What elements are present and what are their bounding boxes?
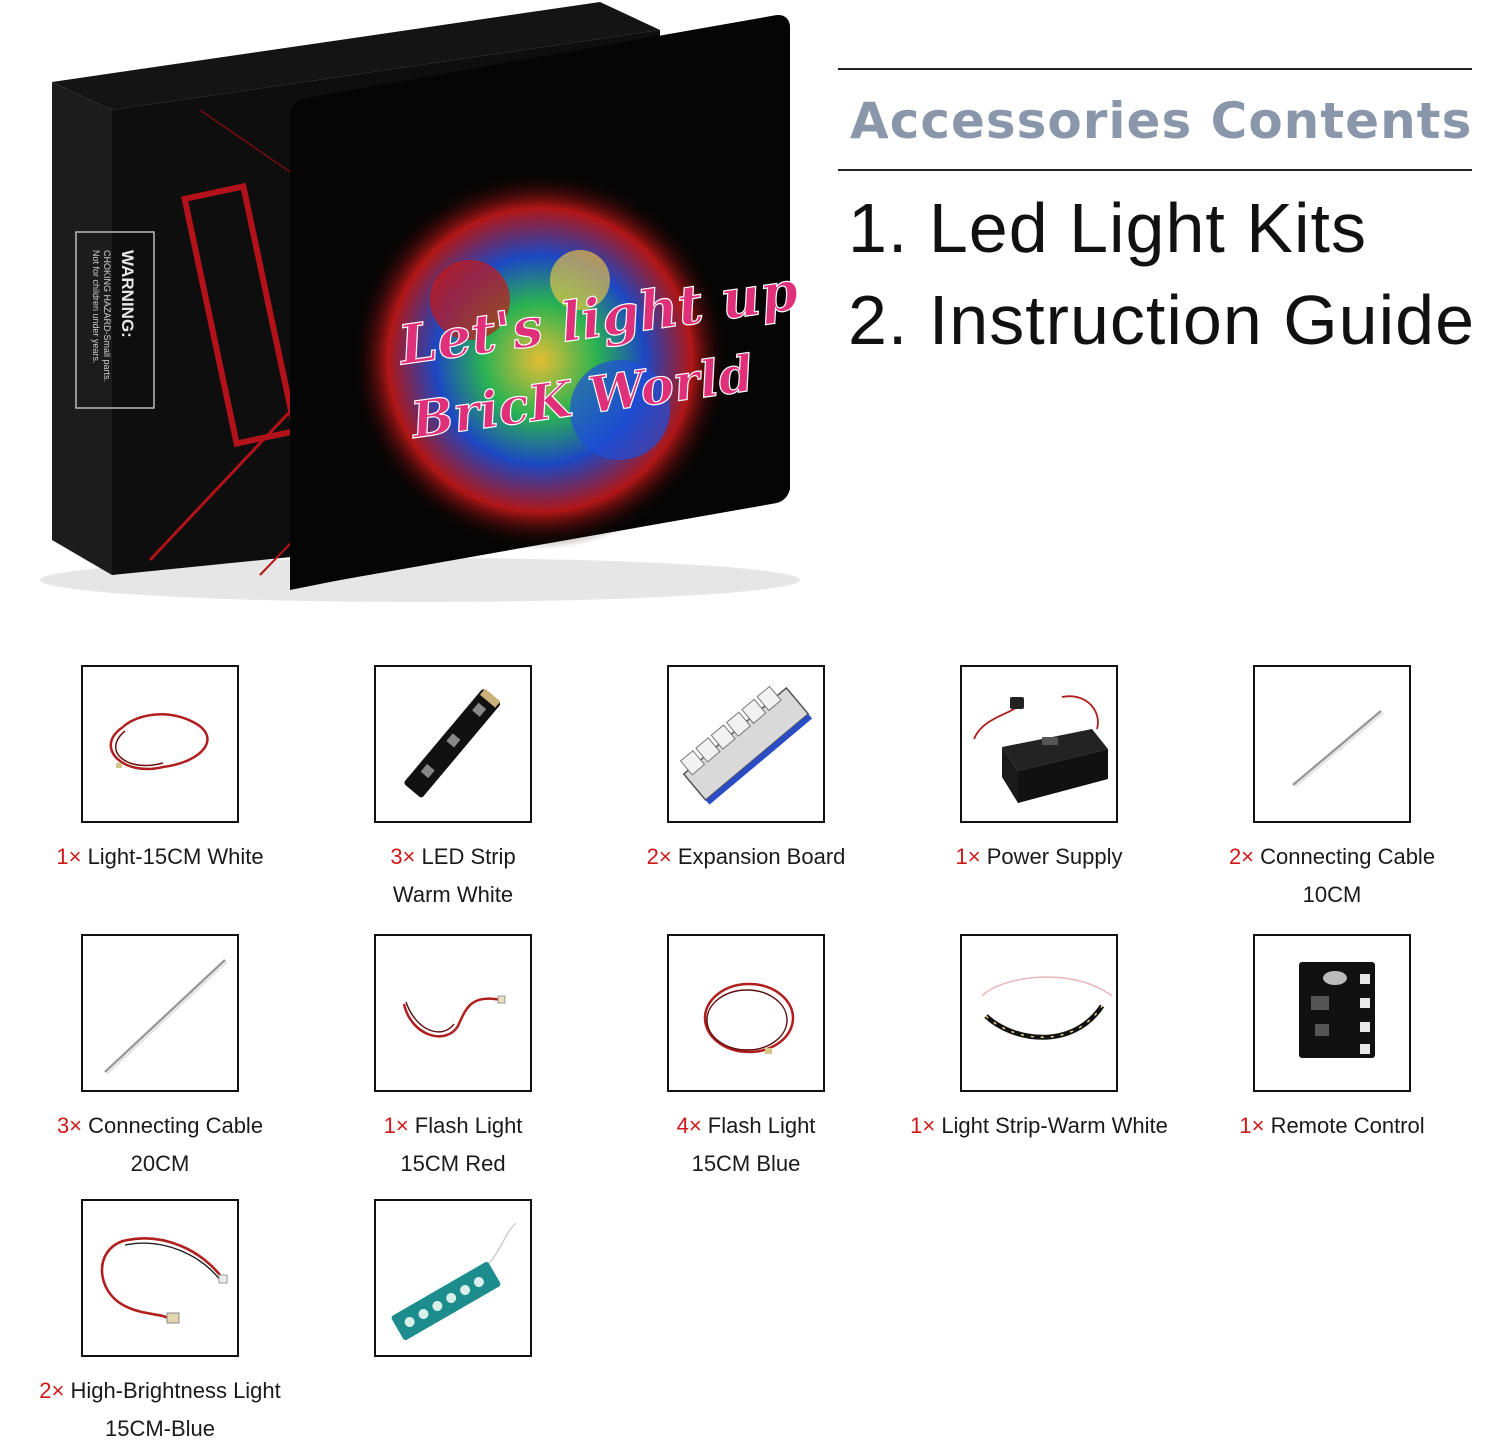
teal-led-board-icon [374,1199,532,1357]
divider-middle [838,169,1472,171]
remote-control-icon [1253,934,1411,1092]
accessory-item: 1× Light-15CM White [30,665,290,875]
expansion-board-icon [667,665,825,823]
accessory-caption: 1× Light Strip-Warm White [910,1113,1168,1138]
accessory-caption: 2× Expansion Board [646,844,846,869]
content-item-instruction-guide: 2. Instruction Guide [848,281,1475,359]
high-brightness-light-icon [81,1199,239,1357]
accessory-caption: 1× Light-15CM White [56,844,264,869]
cable-short-icon [1253,665,1411,823]
accessory-item [323,1199,583,1357]
content-item-led-light-kits: 1. Led Light Kits [848,189,1367,267]
accessory-caption: 1× Power Supply [955,844,1123,869]
accessory-item: 2× Expansion Board [616,665,876,875]
accessory-item: 1× Remote Control [1202,934,1462,1144]
light-wire-icon [81,665,239,823]
divider-top [838,68,1472,70]
flash-light-blue-icon [667,934,825,1092]
accessory-caption: 1× Remote Control [1239,1113,1425,1138]
light-strip-icon [960,934,1118,1092]
section-title: Accessories Contents [850,92,1473,150]
product-package-image: WARNING: CHOKING HAZARD-Small parts. Not… [0,0,820,620]
warning-text-2: Not for children under years. [91,250,101,364]
warning-text-1: CHOKING HAZARD-Small parts. [102,250,112,382]
accessory-item: 1× Power Supply [909,665,1169,875]
flash-light-red-icon [374,934,532,1092]
warning-title: WARNING: [118,250,137,338]
cable-long-icon [81,934,239,1092]
led-strip-icon [374,665,532,823]
battery-box-icon [960,665,1118,823]
accessory-item: 1× Light Strip-Warm White [909,934,1169,1144]
